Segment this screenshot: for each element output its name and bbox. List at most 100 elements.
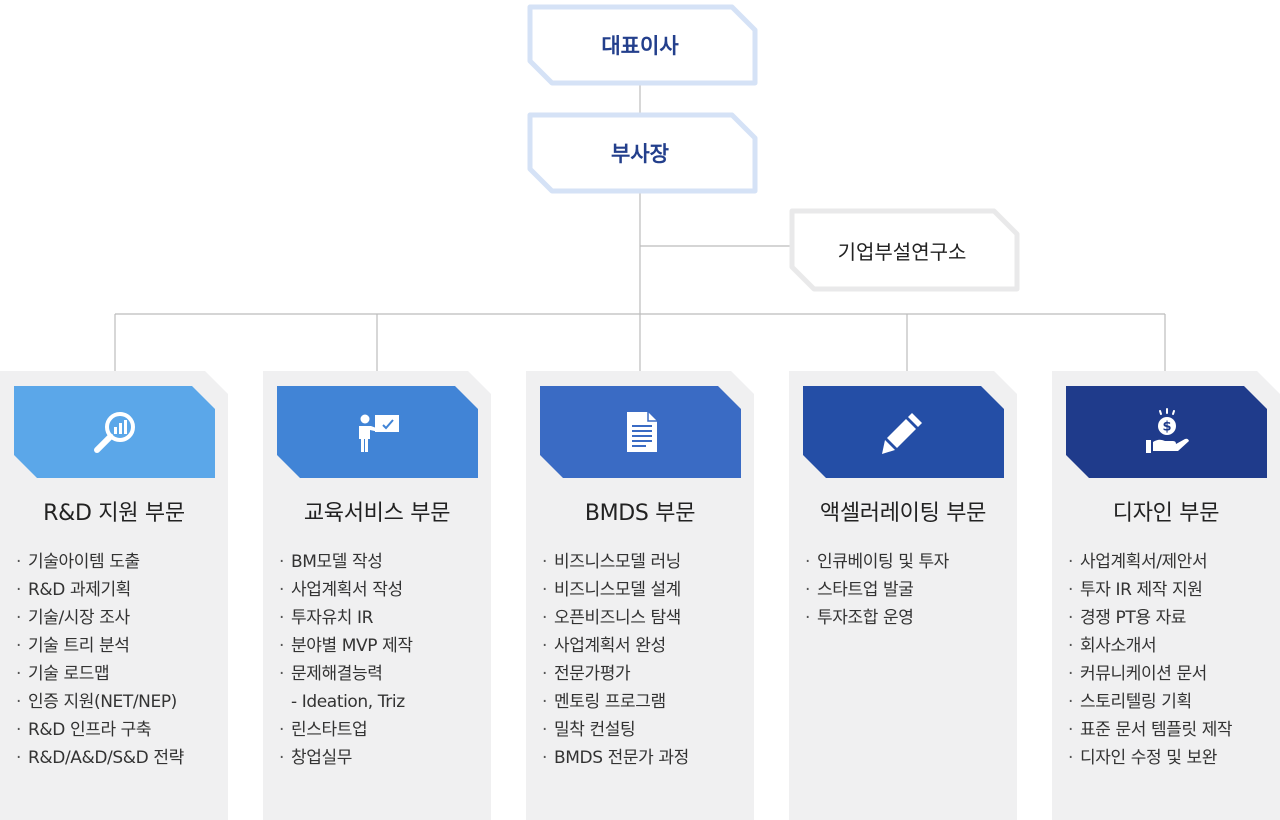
card-header: $ [1066,386,1267,478]
task-item-text: - Ideation, Triz [291,692,405,712]
task-item: ·인큐베이팅 및 투자 [805,552,949,572]
card-header [540,386,741,478]
task-item: ·사업계획서/제안서 [1068,552,1208,572]
task-item: ·커뮤니케이션 문서 [1068,664,1207,684]
task-item: ·밀착 컨설팅 [542,720,636,740]
task-item-text: 기술아이템 도출 [28,552,140,572]
task-item: ·비즈니스모델 설계 [542,580,681,600]
task-item: ·사업계획서 완성 [542,636,666,656]
task-item-text: R&D 인프라 구축 [28,720,152,740]
task-item: ·투자유치 IR [279,608,373,628]
task-item: ·분야별 MVP 제작 [279,636,413,656]
task-item: ·멘토링 프로그램 [542,692,666,712]
task-item-text: 비즈니스모델 설계 [554,580,681,600]
task-item: ·비즈니스모델 러닝 [542,552,681,572]
task-item: ·스토리텔링 기획 [1068,692,1192,712]
task-item: ·디자인 수정 및 보완 [1068,748,1217,768]
task-item-text: 인증 지원(NET/NEP) [28,692,177,712]
research-lab-label: 기업부설연구소 [837,239,967,264]
department-card-design: $ 디자인 부문 ·사업계획서/제안서 ·투자 IR 제작 지원 ·경쟁 PT용… [1052,371,1280,820]
task-item: ·기술/시장 조사 [16,608,130,628]
task-item-text: R&D/A&D/S&D 전략 [28,748,184,768]
task-item-text: 밀착 컨설팅 [554,720,636,740]
presenter-icon [359,414,399,452]
task-item: ·경쟁 PT용 자료 [1068,608,1187,628]
research-lab-box-shape [789,208,1020,292]
ceo-box-shape [527,4,758,86]
department-card-education: 교육서비스 부문 ·BM모델 작성 ·사업계획서 작성 ·투자유치 IR ·분야… [263,371,491,820]
task-item-text: 투자 IR 제작 지원 [1080,580,1203,600]
vp-box-shape [527,112,758,194]
task-item-text: 기술 트리 분석 [28,636,130,656]
task-item-text: 투자조합 운영 [817,608,914,628]
department-task-list: ·비즈니스모델 러닝 ·비즈니스모델 설계 ·오픈비즈니스 탐색 ·사업계획서 … [542,548,747,772]
task-item-text: 분야별 MVP 제작 [291,636,413,656]
task-item-text: 사업계획서 완성 [554,636,666,656]
task-item-text: 사업계획서 작성 [291,580,403,600]
task-item-text: 인큐베이팅 및 투자 [817,552,949,572]
svg-text:$: $ [1162,420,1171,435]
task-item: ·창업실무 [279,748,352,768]
task-item-text: 린스타트업 [291,720,368,740]
task-item-text: 문제해결능력 [291,664,383,684]
ceo-box: 대표이사 [522,4,758,86]
task-item: ·기술아이템 도출 [16,552,140,572]
card-background [0,371,228,820]
task-item: ·인증 지원(NET/NEP) [16,692,177,712]
task-item: ·R&D 인프라 구축 [16,720,152,740]
card-background [789,371,1017,820]
task-item: ·투자조합 운영 [805,608,914,628]
task-item-text: 기술 로드맵 [28,664,110,684]
task-item: ·R&D 과제기획 [16,580,131,600]
vp-label: 부사장 [611,142,669,166]
department-card-accelerating: 액셀러레이팅 부문 ·인큐베이팅 및 투자 ·스타트업 발굴 ·투자조합 운영 [789,371,1017,820]
task-item-text: 오픈비즈니스 탐색 [554,608,681,628]
card-header [14,386,215,478]
task-item-text: 전문가평가 [554,664,631,684]
task-item: ·투자 IR 제작 지원 [1068,580,1203,600]
task-item-text: 디자인 수정 및 보완 [1080,748,1217,768]
task-item-text: 회사소개서 [1080,636,1157,656]
task-item: ·오픈비즈니스 탐색 [542,608,681,628]
task-item: ·스타트업 발굴 [805,580,914,600]
task-item: ·기술 트리 분석 [16,636,130,656]
task-item: ·기술 로드맵 [16,664,110,684]
card-header [803,386,1004,478]
department-card-bmds: BMDS 부문 ·비즈니스모델 러닝 ·비즈니스모델 설계 ·오픈비즈니스 탐색… [526,371,754,820]
card-background [1052,371,1280,820]
task-item-text: 커뮤니케이션 문서 [1080,664,1207,684]
document-icon [627,412,657,452]
task-item-text: 창업실무 [291,748,352,768]
task-item-sub: - Ideation, Triz [279,688,484,716]
task-item: ·BMDS 전문가 과정 [542,748,689,768]
pencil-icon [882,413,922,454]
task-item: ·R&D/A&D/S&D 전략 [16,748,184,768]
task-item-text: 멘토링 프로그램 [554,692,666,712]
task-item-text: R&D 과제기획 [28,580,131,600]
card-background [526,371,754,820]
department-title: 디자인 부문 [1112,501,1220,526]
department-title: BMDS 부문 [584,501,696,526]
magnifier-chart-icon [94,412,135,453]
vp-box: 부사장 [522,112,758,194]
task-item-text: 경쟁 PT용 자료 [1080,608,1187,628]
task-item-text: 스타트업 발굴 [817,580,914,600]
task-item: ·사업계획서 작성 [279,580,403,600]
card-background [263,371,491,820]
money-hand-icon: $ [1146,408,1189,453]
task-item: ·BM모델 작성 [279,552,383,572]
department-task-list: ·사업계획서/제안서 ·투자 IR 제작 지원 ·경쟁 PT용 자료 ·회사소개… [1068,548,1273,772]
department-task-list: ·인큐베이팅 및 투자 ·스타트업 발굴 ·투자조합 운영 [805,548,1010,632]
department-task-list: ·BM모델 작성 ·사업계획서 작성 ·투자유치 IR ·분야별 MVP 제작 … [279,548,484,772]
department-card-rnd: R&D 지원 부문 ·기술아이템 도출 ·R&D 과제기획 ·기술/시장 조사 … [0,371,228,820]
task-item-text: 투자유치 IR [291,608,373,628]
department-title: 액셀러레이팅 부문 [819,501,987,526]
card-header [277,386,478,478]
task-item-text: 사업계획서/제안서 [1080,552,1208,572]
task-item-text: 스토리텔링 기획 [1080,692,1192,712]
task-item-text: 표준 문서 템플릿 제작 [1080,720,1233,740]
task-item: ·린스타트업 [279,720,368,740]
task-item: ·회사소개서 [1068,636,1157,656]
task-item: ·전문가평가 [542,664,631,684]
